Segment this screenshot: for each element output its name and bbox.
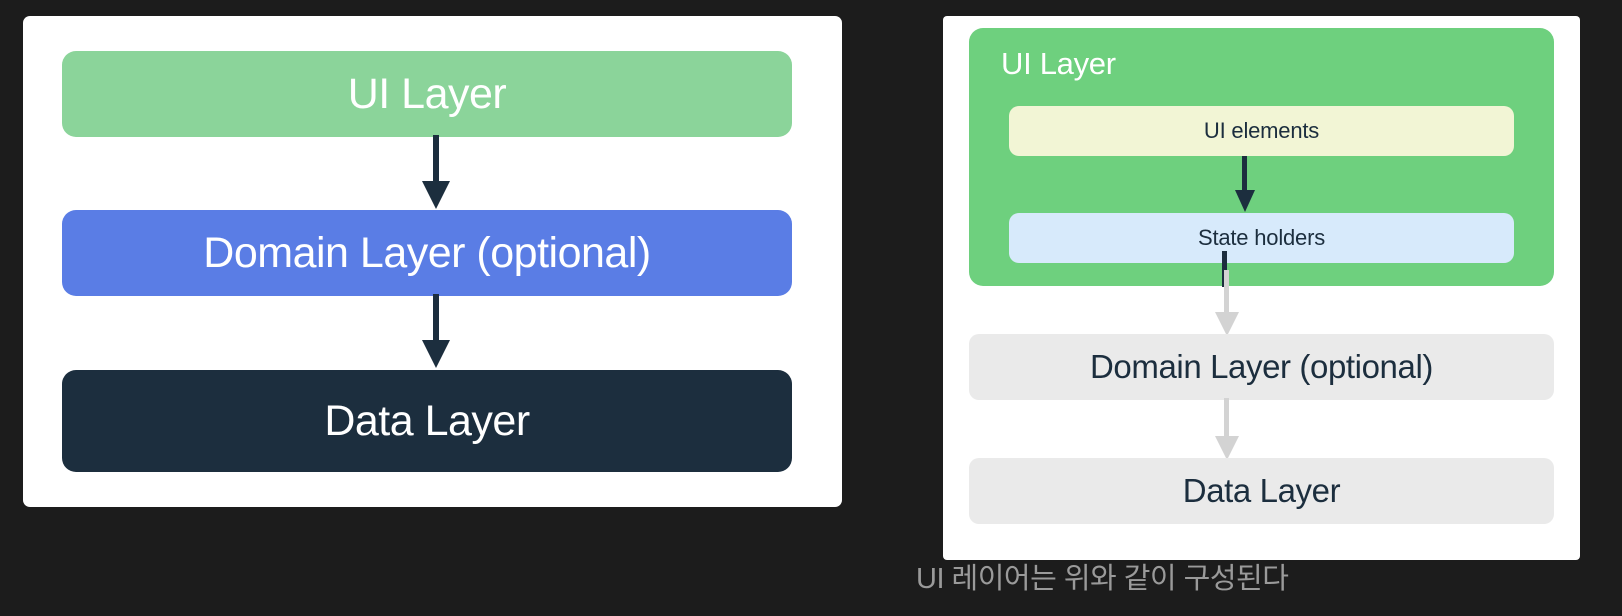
arrow-state-holders-stub-icon xyxy=(1222,251,1227,287)
right-box-ui-elements: UI elements xyxy=(1009,106,1514,156)
left-box-ui-layer-label: UI Layer xyxy=(347,69,507,118)
right-box-ui-elements-label: UI elements xyxy=(1203,118,1320,143)
right-box-state-holders-label: State holders xyxy=(1197,225,1326,250)
left-box-data-layer-label: Data Layer xyxy=(324,396,530,445)
right-box-state-holders: State holders xyxy=(1009,213,1514,263)
left-box-domain-layer: Domain Layer (optional) xyxy=(62,210,792,296)
left-box-ui-layer: UI Layer xyxy=(62,51,792,137)
right-box-domain-layer-label: Domain Layer (optional) xyxy=(1090,348,1433,385)
arrow-ui-elements-to-state-holders-icon xyxy=(1235,156,1255,212)
caption-text: UI 레이어는 위와 같이 구성된다 xyxy=(916,563,1289,595)
right-box-data-layer: Data Layer xyxy=(969,458,1554,524)
right-box-data-layer-label: Data Layer xyxy=(1182,472,1341,509)
left-architecture-card: UI Layer Domain Layer (optional) Data La… xyxy=(23,16,842,507)
left-box-domain-layer-label: Domain Layer (optional) xyxy=(203,228,651,277)
right-box-domain-layer: Domain Layer (optional) xyxy=(969,334,1554,400)
right-container-ui-layer-label: UI Layer xyxy=(1001,46,1116,81)
right-container-ui-layer: UI Layer UI elements State holders xyxy=(969,28,1554,286)
left-box-data-layer: Data Layer xyxy=(62,370,792,472)
arrow-ui-layer-to-domain-icon xyxy=(1215,270,1239,336)
arrow-ui-to-domain-icon xyxy=(422,135,450,209)
right-ui-layer-card: UI Layer UI elements State holders Domai… xyxy=(943,16,1580,560)
arrow-domain-to-data-icon xyxy=(1215,398,1239,460)
arrow-domain-to-data-icon xyxy=(422,294,450,368)
